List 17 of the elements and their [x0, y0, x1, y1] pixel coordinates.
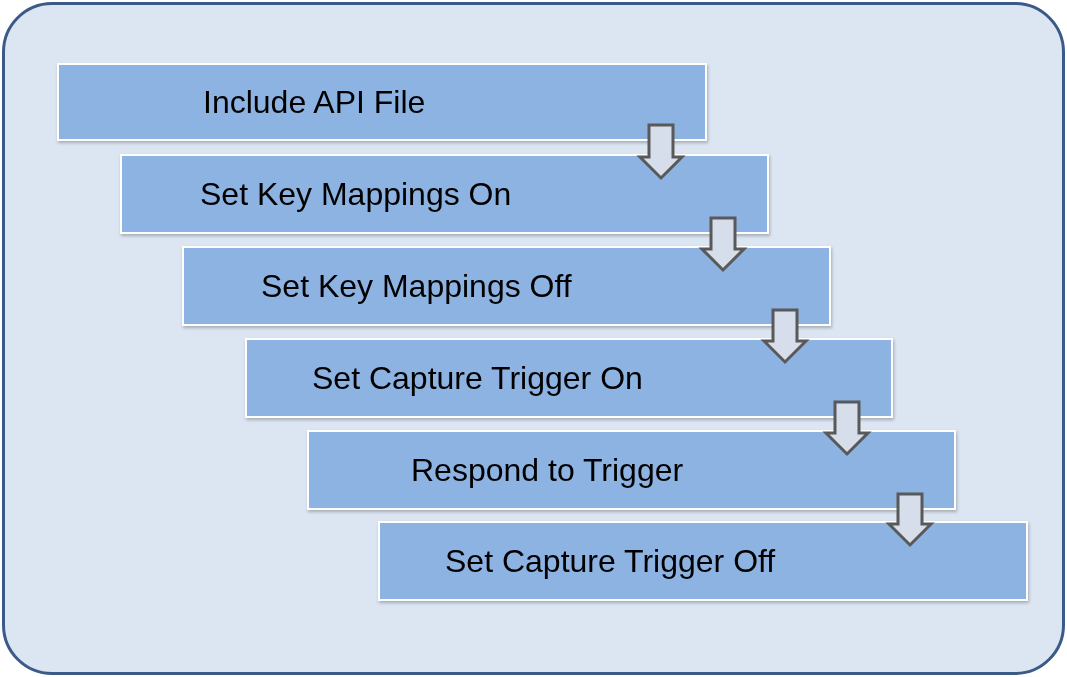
step-label: Respond to Trigger	[411, 451, 684, 489]
step-label: Set Key Mappings Off	[261, 267, 572, 305]
process-box	[307, 430, 956, 510]
process-box	[378, 521, 1028, 601]
process-box	[182, 246, 831, 326]
step-label: Set Capture Trigger Off	[445, 542, 776, 580]
down-arrow	[885, 492, 935, 548]
step-label: Set Capture Trigger On	[312, 359, 643, 397]
down-arrow	[698, 216, 748, 273]
process-box	[120, 154, 769, 234]
process-box	[245, 338, 893, 418]
down-arrow	[760, 308, 810, 365]
process-box	[57, 63, 707, 141]
step-label: Set Key Mappings On	[200, 175, 512, 213]
down-arrow	[636, 123, 686, 181]
step-label: Include API File	[203, 83, 426, 121]
down-arrow	[822, 400, 872, 457]
